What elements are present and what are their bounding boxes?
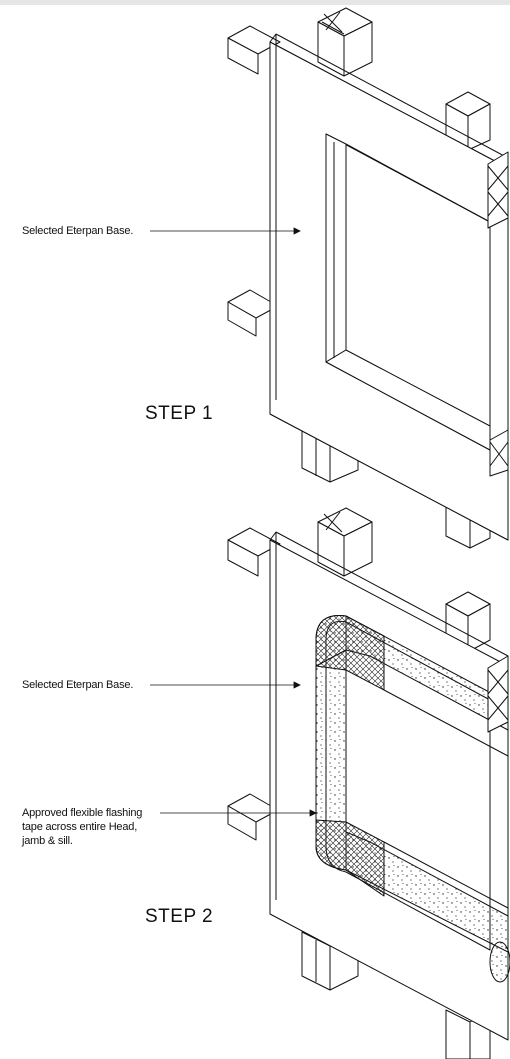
tape-corner-bottom (315, 819, 385, 897)
step2-right-stud (445, 591, 491, 653)
step1-right-block (487, 151, 509, 477)
tape-callout-line-1: Approved flexible flashing (22, 807, 143, 819)
step1-left-mid-plate (227, 289, 279, 337)
leader-lines (150, 227, 317, 817)
step1-label: STEP 1 (145, 403, 214, 424)
step2-base-callout-text: Selected Eterpan Base. (22, 679, 134, 691)
step1-left-top-plate (227, 25, 281, 75)
step1-top-stud (317, 7, 373, 77)
tape-callout-line-3: jamb & sill. (22, 835, 73, 847)
step1-base-callout: Selected Eterpan Base. (22, 224, 133, 238)
step2-label: STEP 2 (145, 906, 214, 927)
step2-assembly (227, 507, 510, 1059)
step2-base-callout: Selected Eterpan Base. (22, 678, 133, 692)
step2-right-block (487, 655, 509, 733)
step1-right-stud (445, 91, 491, 151)
step2-tape-callout: Approved flexible flashing tape across e… (22, 806, 142, 848)
tape-callout-line-2: tape across entire Head, (22, 821, 138, 833)
step1-assembly (227, 7, 509, 549)
step2-left-top-plate (227, 527, 281, 577)
top-border (0, 0, 510, 5)
step2-top-stud (317, 507, 373, 577)
tape-corner-top (315, 615, 385, 691)
step1-base-callout-text: Selected Eterpan Base. (22, 225, 134, 237)
